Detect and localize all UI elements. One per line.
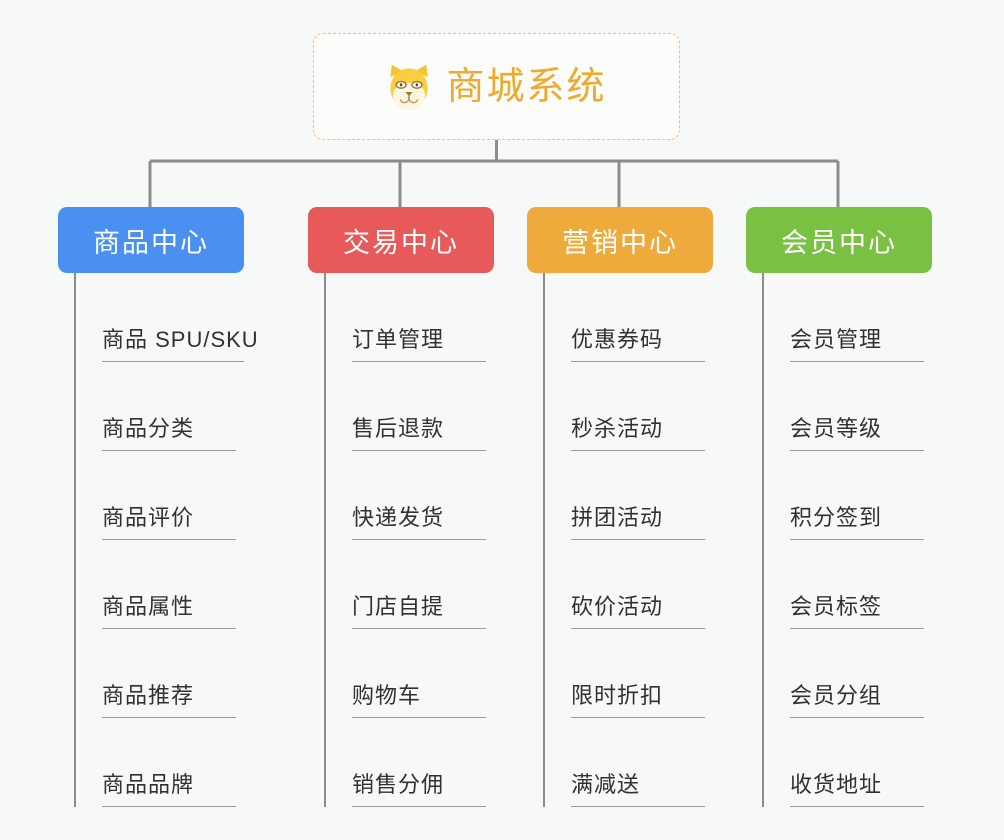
leaf-item-label: 销售分佣 (352, 767, 486, 807)
leaf-item-label: 门店自提 (352, 589, 486, 629)
leaf-item[interactable]: 砍价活动 (527, 540, 713, 629)
category-label: 会员中心 (781, 227, 897, 258)
leaf-item[interactable]: 积分签到 (746, 451, 932, 540)
leaf-item[interactable]: 会员管理 (746, 273, 932, 362)
leaf-item-label: 限时折扣 (571, 678, 705, 718)
root-node[interactable]: 商城系统 (313, 33, 680, 140)
branch-column-product-center: 商品中心商品 SPU/SKU 商品分类商品评价商品属性商品推荐商品品牌 (58, 207, 258, 807)
leaf-item-label: 购物车 (352, 678, 486, 718)
branch-spine (74, 273, 76, 807)
leaf-item[interactable]: 商品属性 (58, 540, 244, 629)
root-title: 商城系统 (446, 65, 607, 108)
branch-spine (762, 273, 764, 807)
leaf-item-label: 拼团活动 (571, 500, 705, 540)
category-label: 营销中心 (562, 227, 678, 258)
leaf-item[interactable]: 会员分组 (746, 629, 932, 718)
leaf-item-label: 商品推荐 (102, 678, 236, 718)
leaf-item-label: 售后退款 (352, 411, 486, 451)
leaf-item[interactable]: 门店自提 (308, 540, 494, 629)
leaf-item-label: 会员分组 (790, 678, 924, 718)
leaf-item[interactable]: 购物车 (308, 629, 494, 718)
leaf-list-marketing-center: 优惠券码秒杀活动拼团活动砍价活动限时折扣满减送 (527, 273, 713, 807)
leaf-item-label: 会员管理 (790, 322, 924, 362)
leaf-item-label: 收货地址 (790, 767, 924, 807)
leaf-item[interactable]: 商品分类 (58, 362, 244, 451)
leaf-item-label: 优惠券码 (571, 322, 705, 362)
leaf-item-label: 砍价活动 (571, 589, 705, 629)
category-label: 交易中心 (343, 227, 459, 258)
leaf-item-label: 商品分类 (102, 411, 236, 451)
category-label: 商品中心 (93, 227, 209, 258)
leaf-item[interactable]: 商品 SPU/SKU (58, 273, 258, 362)
leaf-item[interactable]: 限时折扣 (527, 629, 713, 718)
leaf-item-label: 商品品牌 (102, 767, 236, 807)
leaf-item[interactable]: 满减送 (527, 718, 713, 807)
leaf-item-label: 满减送 (571, 767, 705, 807)
leaf-item[interactable]: 会员等级 (746, 362, 932, 451)
category-box-marketing-center[interactable]: 营销中心 (527, 207, 713, 273)
leaf-item[interactable]: 拼团活动 (527, 451, 713, 540)
category-box-member-center[interactable]: 会员中心 (746, 207, 932, 273)
leaf-item-label: 积分签到 (790, 500, 924, 540)
leaf-item[interactable]: 收货地址 (746, 718, 932, 807)
leaf-item[interactable]: 会员标签 (746, 540, 932, 629)
leaf-item-label: 商品属性 (102, 589, 236, 629)
leaf-item-label: 商品评价 (102, 500, 236, 540)
leaf-item[interactable]: 销售分佣 (308, 718, 494, 807)
leaf-item-label: 商品 SPU/SKU (102, 322, 258, 362)
branch-column-member-center: 会员中心会员管理会员等级积分签到会员标签会员分组收货地址 (746, 207, 932, 807)
leaf-item-label: 秒杀活动 (571, 411, 705, 451)
leaf-item[interactable]: 售后退款 (308, 362, 494, 451)
leaf-item[interactable]: 商品推荐 (58, 629, 244, 718)
leaf-item[interactable]: 商品品牌 (58, 718, 244, 807)
category-box-trade-center[interactable]: 交易中心 (308, 207, 494, 273)
leaf-item[interactable]: 优惠券码 (527, 273, 713, 362)
leaf-list-trade-center: 订单管理售后退款快递发货门店自提购物车销售分佣 (308, 273, 494, 807)
branch-column-marketing-center: 营销中心优惠券码秒杀活动拼团活动砍价活动限时折扣满减送 (527, 207, 713, 807)
branch-spine (324, 273, 326, 807)
category-box-product-center[interactable]: 商品中心 (58, 207, 244, 273)
leaf-item[interactable]: 订单管理 (308, 273, 494, 362)
leaf-item[interactable]: 商品评价 (58, 451, 244, 540)
leaf-list-product-center: 商品 SPU/SKU 商品分类商品评价商品属性商品推荐商品品牌 (58, 273, 258, 807)
leaf-list-member-center: 会员管理会员等级积分签到会员标签会员分组收货地址 (746, 273, 932, 807)
leaf-item-label: 会员等级 (790, 411, 924, 451)
branch-spine (543, 273, 545, 807)
leaf-item[interactable]: 快递发货 (308, 451, 494, 540)
branch-column-trade-center: 交易中心订单管理售后退款快递发货门店自提购物车销售分佣 (308, 207, 494, 807)
leaf-item-label: 订单管理 (352, 322, 486, 362)
leaf-item[interactable]: 秒杀活动 (527, 362, 713, 451)
leaf-item-label: 会员标签 (790, 589, 924, 629)
shiba-dog-face-icon (390, 64, 429, 110)
leaf-item-label: 快递发货 (352, 500, 486, 540)
